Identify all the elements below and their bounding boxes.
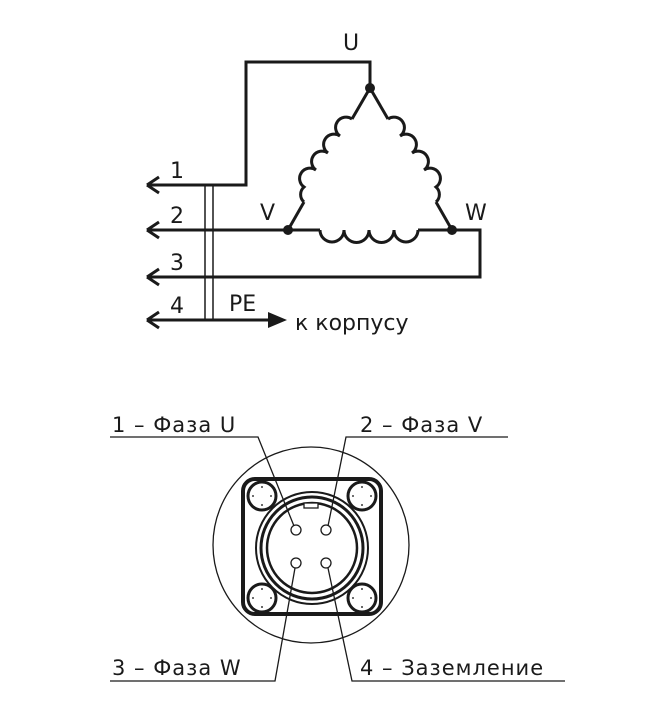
coil-vw bbox=[318, 229, 420, 244]
pin-2 bbox=[320, 524, 332, 536]
connector-socket bbox=[265, 501, 359, 595]
pin-3-leader bbox=[110, 567, 296, 682]
arrow-icon bbox=[268, 312, 287, 328]
node-u-label: U bbox=[343, 31, 359, 56]
pin-1-leader bbox=[110, 436, 295, 527]
node-w-label: W bbox=[465, 201, 487, 226]
connector-outline bbox=[212, 446, 410, 644]
arrow-icon bbox=[146, 220, 160, 287]
node-v-dot bbox=[283, 225, 293, 235]
pin-4 bbox=[320, 557, 332, 569]
side-uv bbox=[286, 87, 372, 231]
pe-label: PE bbox=[229, 292, 256, 317]
side-uw bbox=[368, 87, 454, 231]
screw-icon bbox=[346, 582, 378, 614]
wire-2-3-lines bbox=[147, 228, 482, 279]
wire-2-label: 2 bbox=[170, 204, 184, 229]
arrow-icon bbox=[146, 310, 160, 330]
node-u-dot bbox=[365, 83, 375, 93]
pin-3 bbox=[290, 557, 302, 569]
pin-2-leader bbox=[327, 436, 508, 527]
pin-1 bbox=[290, 524, 302, 536]
connector-ring-outer bbox=[255, 491, 369, 605]
connector-ring-inner bbox=[259, 495, 365, 601]
wire-1-label: 1 bbox=[170, 159, 184, 184]
shield-lines bbox=[204, 185, 214, 320]
wire-4-label: 4 bbox=[170, 294, 184, 319]
connector-key bbox=[303, 502, 319, 509]
node-w-dot bbox=[447, 225, 457, 235]
coil-uw bbox=[387, 115, 442, 204]
pin-4-label: 4 – Заземление bbox=[360, 656, 544, 680]
connector-diagram: 1 – Фаза U 2 – Фаза V 3 – Фаза W 4 – Заз… bbox=[110, 413, 565, 682]
screw-icon bbox=[246, 480, 278, 512]
pin-1-label: 1 – Фаза U bbox=[112, 413, 236, 437]
pin-2-label: 2 – Фаза V bbox=[360, 413, 483, 437]
connector-flange bbox=[241, 477, 383, 616]
screw-icon bbox=[246, 582, 278, 614]
arrow-icon bbox=[146, 175, 160, 195]
screw-icon bbox=[346, 480, 378, 512]
pin-4-leader bbox=[327, 567, 565, 682]
delta-schematic: U V W 1 2 3 4 PE к корпусу bbox=[146, 31, 487, 336]
to-housing-label: к корпусу bbox=[295, 311, 409, 336]
wire-3-label: 3 bbox=[170, 251, 184, 276]
pin-3-label: 3 – Фаза W bbox=[112, 656, 242, 680]
node-v-label: V bbox=[260, 201, 275, 226]
coil-uv bbox=[298, 115, 353, 204]
